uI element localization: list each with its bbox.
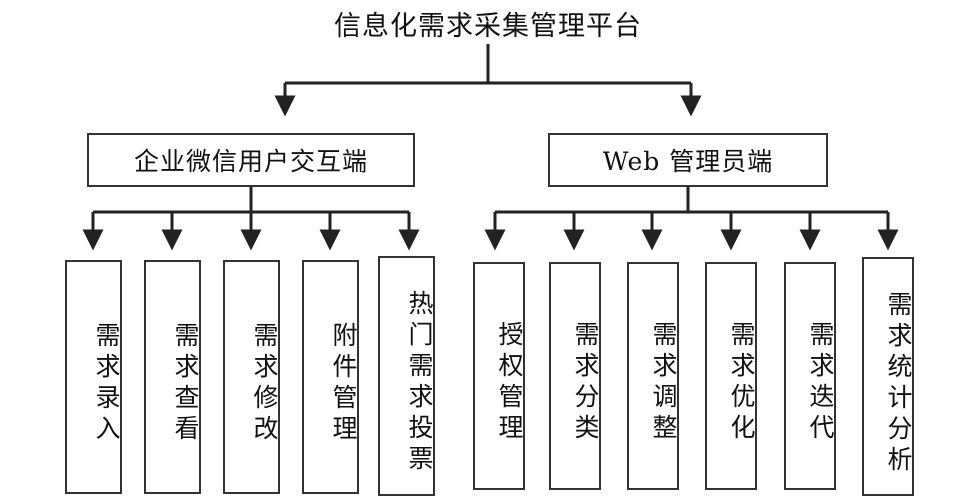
node-req-modify[interactable]: 需求修改 — [223, 260, 280, 494]
node-req-entry-label: 需求录入 — [92, 322, 121, 446]
node-req-adjust[interactable]: 需求调整 — [627, 262, 679, 490]
node-req-iterate-label: 需求迭代 — [806, 321, 835, 445]
node-auth-manage-label: 授权管理 — [495, 321, 524, 445]
node-req-stat-analysis[interactable]: 需求统计分析 — [862, 257, 914, 496]
node-req-iterate[interactable]: 需求迭代 — [784, 262, 836, 490]
node-req-optimize[interactable]: 需求优化 — [705, 262, 757, 490]
node-hot-req-vote[interactable]: 热门需求投票 — [378, 256, 435, 496]
node-req-view-label: 需求查看 — [171, 322, 200, 446]
root-node-title: 信息化需求采集管理平台 — [334, 11, 642, 42]
node-req-classify[interactable]: 需求分类 — [549, 262, 601, 490]
node-req-modify-label: 需求修改 — [250, 322, 279, 446]
node-wechat-client[interactable]: 企业微信用户交互端 — [87, 133, 415, 187]
node-web-admin[interactable]: Web 管理员端 — [548, 133, 828, 187]
node-req-classify-label: 需求分类 — [571, 321, 600, 445]
node-req-optimize-label: 需求优化 — [727, 321, 756, 445]
node-wechat-client-label: 企业微信用户交互端 — [133, 147, 368, 176]
node-attachment-manage-label: 附件管理 — [329, 322, 358, 446]
node-req-entry[interactable]: 需求录入 — [65, 260, 122, 494]
node-req-adjust-label: 需求调整 — [649, 321, 678, 445]
node-attachment-manage[interactable]: 附件管理 — [302, 260, 359, 494]
node-req-view[interactable]: 需求查看 — [144, 260, 201, 494]
node-auth-manage[interactable]: 授权管理 — [473, 262, 525, 490]
node-web-admin-label: Web 管理员端 — [602, 147, 774, 176]
node-req-stat-analysis-label: 需求统计分析 — [884, 290, 913, 477]
node-hot-req-vote-label: 热门需求投票 — [405, 290, 434, 476]
